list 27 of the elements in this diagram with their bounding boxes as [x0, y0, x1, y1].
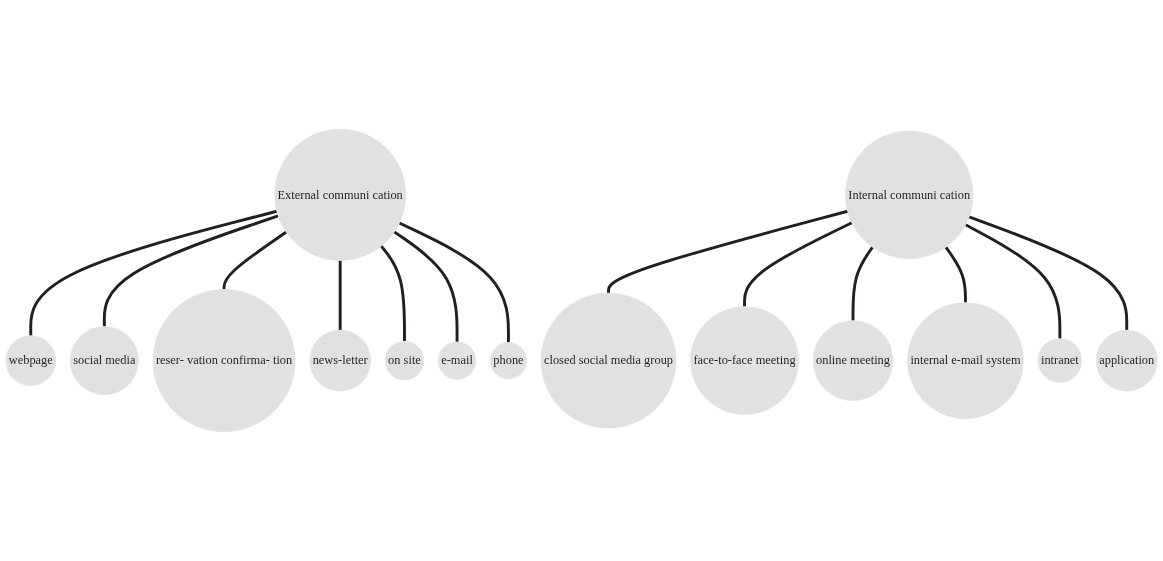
connector [102, 214, 279, 327]
node-circle: application [1095, 329, 1158, 392]
connector [380, 245, 406, 342]
connector [222, 230, 288, 290]
connector [964, 223, 1062, 339]
node-circle: closed social media group [540, 292, 677, 429]
connector [968, 215, 1129, 331]
node-circle: Internal communi cation [845, 130, 974, 260]
node-circle: internal e-mail system [907, 302, 1024, 419]
node-circle: online meeting [812, 320, 894, 401]
node-circle: on site [384, 341, 425, 381]
node-circle: social media [69, 326, 139, 396]
connector [851, 246, 874, 321]
connector [398, 221, 510, 343]
node-circle: webpage [5, 335, 57, 386]
node-circle: phone [490, 342, 527, 380]
connector [393, 230, 459, 342]
node-circle: intranet [1037, 338, 1083, 383]
node-circle: news-letter [309, 329, 371, 392]
node-circle: e-mail [437, 341, 477, 380]
node-circle: face-to-face meeting [690, 306, 799, 415]
node-circle: External communi cation [274, 128, 407, 261]
connector [338, 260, 342, 331]
node-circle: reser- vation confirma- tion [152, 289, 296, 433]
connector [944, 246, 967, 303]
connector [743, 221, 853, 307]
connector [29, 209, 278, 336]
